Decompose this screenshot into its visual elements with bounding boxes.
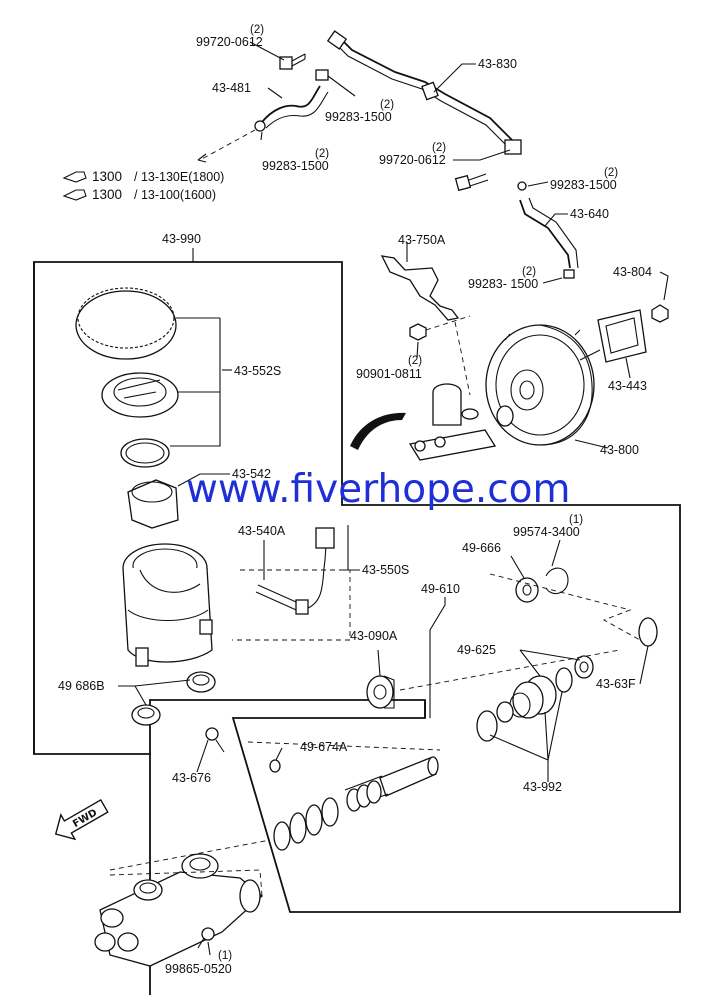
label-43-090A: 43-090A [350,629,398,643]
bolt-43-676 [205,727,225,753]
primary-piston-assembly [109,756,439,871]
label-43-992: 43-992 [523,780,562,794]
master-cylinder-outline [149,700,426,995]
svg-text:(2): (2) [380,99,394,111]
label-43-990: 43-990 [162,232,201,246]
reservoir-cap-43-552S [75,287,179,468]
label-43-542: 43-542 [232,467,271,481]
reservoir-body-43-550S [122,543,213,667]
piston-cup-43-092 [399,649,621,742]
label-43-830: 43-830 [478,57,517,71]
master-cylinder-body [94,853,263,967]
watermark-text: www.fiverhope.com [186,467,571,512]
reference-line-2: 1300 / 13-100(1600) [62,187,216,202]
install-arrow [350,412,406,450]
label-49-686B: 49 686B [58,679,105,693]
bracket-43-750A [380,255,471,396]
svg-text:(2): (2) [432,142,446,154]
label-49-625: 49-625 [457,643,496,657]
gasket-43-443 [597,309,647,363]
svg-text:/ 13-130E(1800): / 13-130E(1800) [134,170,224,184]
label-43-550S: 43-550S [362,563,409,577]
reference-line-1: 1300 / 13-130E(1800) [62,169,224,184]
svg-text:99283- 1500: 99283- 1500 [468,277,538,291]
svg-text:99865-0520: 99865-0520 [165,962,232,976]
svg-text:99720-0612: 99720-0612 [196,35,263,49]
grommet-43-090A [366,675,395,709]
svg-text:(2): (2) [250,24,264,36]
label-99283-1500-d: (2) 99283- 1500 [468,266,538,291]
svg-text:(2): (2) [408,355,422,367]
label-43-552S: 43-552S [234,364,281,378]
nut-90901-0811 [409,315,471,341]
svg-text:(1): (1) [218,950,232,962]
label-49-674A: 49-674A [300,740,348,754]
label-43-443: 43-443 [608,379,647,393]
label-43-804: 43-804 [613,265,652,279]
label-90901-0811: (2) 90901-0811 [356,355,422,381]
svg-text:(2): (2) [315,148,329,160]
piston-seal-49-625 [555,655,594,693]
svg-text:99283-1500: 99283-1500 [325,110,392,124]
snap-ring-99574-3400 [545,567,569,595]
label-43-800: 43-800 [600,443,639,457]
hose-43-640 [517,181,579,279]
label-43-481: 43-481 [212,81,251,95]
fluid-level-sensor-43-540A [232,527,351,641]
o-ring-49-674A [247,741,441,773]
reservoir-strainer-43-542 [127,479,179,529]
nut-43-804 [651,304,669,323]
washer-49-666 [515,577,539,603]
seal-43-63F [489,573,658,647]
label-49-610: 49-610 [421,582,460,596]
label-49-666: 49-666 [462,541,501,555]
label-99283-1500-b: (2) 99283-1500 [325,99,394,124]
label-99720-0612-b: (2) 99720-0612 [379,142,446,167]
leader-lines [118,41,669,956]
plug-99865-0520 [197,927,215,949]
clip-99283-1500-a [197,120,266,163]
svg-text:99720-0612: 99720-0612 [379,153,446,167]
svg-text:(2): (2) [522,266,536,278]
label-43-540A: 43-540A [238,524,286,538]
svg-text:99574-3400: 99574-3400 [513,525,580,539]
master-cylinder-assembly [408,383,514,461]
label-99865-0520: (1) 99865-0520 [165,950,232,976]
bolt-99720-0612-b [454,173,489,192]
label-99720-0612-a: (2) 99720-0612 [196,24,264,49]
hose-43-481 [261,69,329,129]
label-43-640: 43-640 [570,207,609,221]
reservoir-seal-49-686B [131,671,216,726]
label-43-676: 43-676 [172,771,211,785]
label-43-750A: 43-750A [398,233,446,247]
svg-text:/ 13-100(1600): / 13-100(1600) [134,188,216,202]
svg-text:1300: 1300 [92,187,122,202]
svg-text:99283-1500: 99283-1500 [550,178,617,192]
label-43-63F: 43-63F [596,677,636,691]
svg-text:(1): (1) [569,514,583,526]
svg-text:1300: 1300 [92,169,122,184]
label-99574-3400: (1) 99574-3400 [513,514,583,539]
bolt-99720-0612-a [279,53,306,70]
forward-arrow-icon: FWD [54,798,109,841]
brake-booster-43-800 [485,324,601,446]
svg-text:(2): (2) [604,167,618,179]
label-99283-1500-a: (2) 99283-1500 [262,148,329,173]
svg-text:99283-1500: 99283-1500 [262,159,329,173]
vacuum-pipe-43-830 [326,30,522,155]
svg-text:90901-0811: 90901-0811 [356,367,422,381]
label-99283-1500-c: (2) 99283-1500 [550,167,618,192]
